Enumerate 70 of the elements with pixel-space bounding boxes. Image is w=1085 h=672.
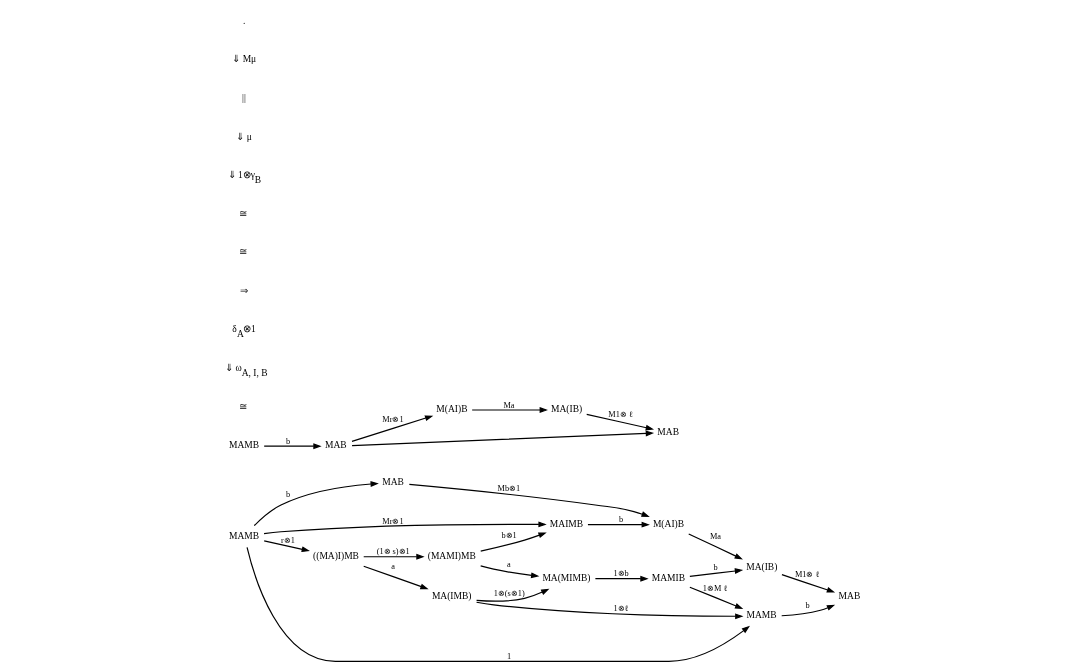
arrow [594, 575, 649, 582]
edge-label: Mr⊗1 [381, 516, 404, 526]
label: ⇓ μ [235, 131, 252, 142]
arrow [350, 430, 654, 447]
edge-label: 1⊗M ℓ [702, 583, 727, 593]
edge-label: 1 [506, 652, 511, 662]
node-text: M(AI)B [435, 404, 467, 415]
node-text: MA(IMB) [431, 591, 471, 602]
label: ≅ [238, 401, 247, 412]
arrow [688, 586, 743, 609]
arrow [586, 521, 650, 528]
node-text: (MAMI)MB [427, 550, 476, 561]
arrow [262, 521, 547, 535]
label: ≅ [238, 247, 247, 258]
edge-label: 1⊗(s⊗1) [493, 589, 525, 599]
arrow [362, 565, 429, 590]
edge-label: b [618, 515, 623, 525]
node-text: MA(MIMB) [541, 572, 590, 583]
arrow [475, 588, 549, 602]
arrow [688, 568, 743, 577]
edge-label: 1⊗ℓ [612, 603, 629, 613]
node-text: ((MA)I)MB [312, 550, 359, 561]
node-text: MA(IB) [550, 404, 582, 415]
arrow [479, 565, 539, 579]
arrow [263, 540, 310, 553]
edge-label: b⊗1 [500, 530, 517, 540]
node-text: MAB [656, 426, 679, 437]
arrow [471, 407, 548, 413]
node-text: MA(IB) [745, 562, 777, 573]
arrow [253, 481, 379, 527]
label: ⇓ Mμ [231, 54, 256, 65]
edge-label: a [506, 559, 511, 569]
label: ≅ [238, 208, 247, 219]
edge-label: (1⊗ s)⊗1 [376, 547, 410, 557]
arrow [263, 443, 322, 450]
arrow [780, 604, 835, 617]
edge-label: b [713, 562, 718, 572]
edge-label: Ma [502, 400, 515, 410]
edge-label: 1⊗b [612, 569, 629, 579]
label: ⇒ [239, 285, 248, 296]
node-text: MAMIB [651, 572, 685, 583]
node-text: MAMB [228, 440, 259, 451]
edge-label: b [285, 436, 290, 446]
arrow [362, 553, 425, 560]
edge-label: Mb⊗1 [497, 483, 520, 493]
edge-label: a [390, 561, 395, 571]
arrow [408, 483, 650, 517]
node-text: M(AI)B [652, 518, 684, 529]
edge-label: b [805, 600, 810, 610]
arrow [585, 413, 654, 431]
edge-label: b [285, 489, 290, 499]
arrow [479, 532, 547, 552]
node-text: MAB [838, 591, 860, 602]
arrow [780, 574, 835, 593]
node-text: MAB [324, 440, 347, 451]
arrow [245, 546, 750, 662]
edge-label: r⊗1 [280, 535, 295, 545]
edge-label: M1⊗ ℓ [607, 410, 633, 420]
label: || [241, 92, 246, 103]
arrow [475, 601, 743, 620]
node-text: MAMB [746, 610, 777, 621]
arrow [350, 415, 433, 442]
edge-label: Mr⊗1 [381, 414, 404, 424]
label: . [242, 15, 245, 26]
arrow [687, 533, 743, 560]
node-text: MAIMB [549, 518, 583, 529]
edge-label: M1⊗ ℓ [794, 570, 819, 580]
node-text: MAB [381, 477, 404, 488]
node-text: MAMB [228, 530, 259, 541]
edge-label: Ma [709, 532, 721, 542]
